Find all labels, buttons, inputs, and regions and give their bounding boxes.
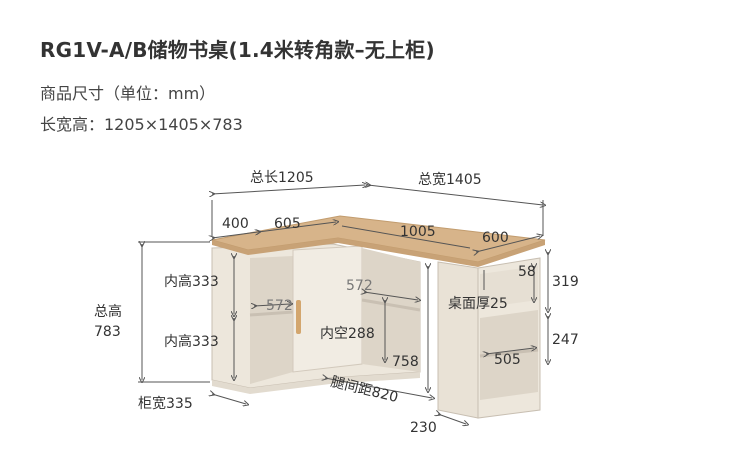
overall-dimensions: 长宽高：1205×1405×783 xyxy=(40,115,243,134)
dim-600: 600 xyxy=(482,230,509,246)
total-length-label: 总长1205 xyxy=(250,170,314,186)
dim-319: 319 xyxy=(552,274,579,290)
sliding-door xyxy=(292,245,363,373)
total-width-label: 总宽1405 xyxy=(418,172,482,188)
right-pedestal xyxy=(437,261,479,419)
total-height-value: 783 xyxy=(94,324,121,340)
inner-height-bottom: 内高333 xyxy=(164,334,219,350)
cabinet-width-label: 柜宽335 xyxy=(138,396,193,412)
inner-height-top: 内高333 xyxy=(164,274,219,290)
right-open-shelf xyxy=(362,248,420,372)
dim-1005: 1005 xyxy=(400,224,436,240)
top-thickness-label: 桌面厚25 xyxy=(448,296,508,312)
dim-572-right: 572 xyxy=(346,278,373,294)
leg-height-label: 758 xyxy=(392,354,419,370)
left-open-shelf xyxy=(250,256,293,384)
dim-247: 247 xyxy=(552,332,579,348)
dim-400: 400 xyxy=(222,216,249,232)
door-handle xyxy=(296,300,301,334)
dim-58: 58 xyxy=(518,264,536,280)
product-title: RG1V-A/B储物书桌(1.4米转角款–无上柜) xyxy=(40,38,435,62)
dim-505: 505 xyxy=(494,352,521,368)
dim-230: 230 xyxy=(410,420,437,436)
inner-space-label: 内空288 xyxy=(320,326,375,342)
total-height-label: 总高 xyxy=(94,304,122,320)
dim-605: 605 xyxy=(274,216,301,232)
dim-572-left: 572 xyxy=(266,298,293,314)
size-unit-label: 商品尺寸（单位：mm） xyxy=(40,84,216,103)
